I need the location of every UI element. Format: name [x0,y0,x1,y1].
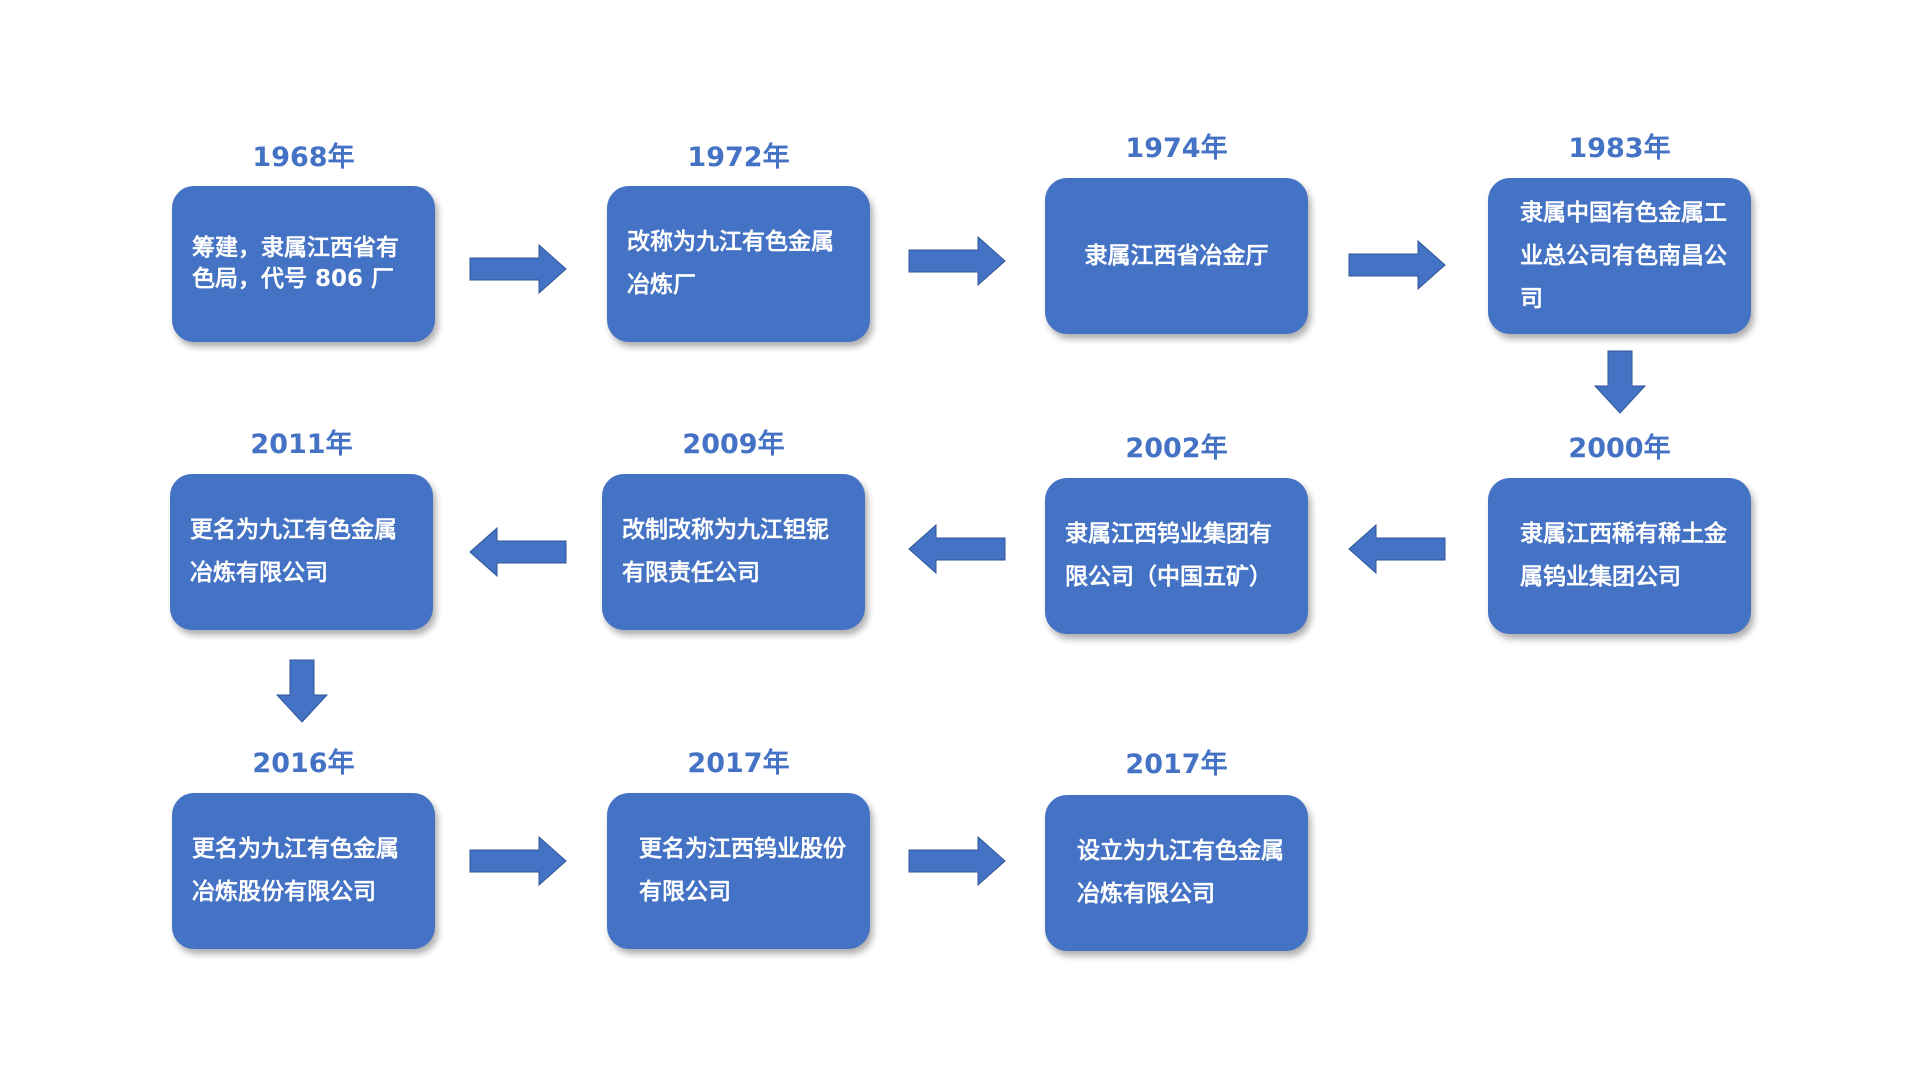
arrow-down-1983-2000-icon [1594,350,1646,414]
node-box-1983: 隶属中国有色金属工业总公司有色南昌公司 [1488,178,1751,334]
year-label-2002: 2002年 [1125,433,1228,464]
node-text-2011: 更名为九江有色金属冶炼有限公司 [190,517,397,586]
node-text-1972: 改称为九江有色金属冶炼厂 [627,229,834,298]
node-box-2017-a: 更名为江西钨业股份有限公司 [607,793,870,949]
node-text-1983: 隶属中国有色金属工业总公司有色南昌公司 [1520,199,1727,312]
arrow-left-2009-2011-icon [469,527,567,577]
year-label-2016: 2016年 [252,748,355,779]
year-label-1972: 1972年 [687,142,790,173]
node-box-2002: 隶属江西钨业集团有限公司（中国五矿） [1045,478,1308,634]
arrow-right-2017-2017-icon [908,836,1006,886]
node-box-2009: 改制改称为九江钽铌有限责任公司 [602,474,865,630]
node-box-2017-b: 设立为九江有色金属冶炼有限公司 [1045,795,1308,951]
arrow-right-1974-1983-icon [1348,240,1446,290]
node-box-1972: 改称为九江有色金属冶炼厂 [607,186,870,342]
node-text-2000: 隶属江西稀有稀土金属钨业集团公司 [1520,521,1727,590]
node-text-2017-a: 更名为江西钨业股份有限公司 [639,836,846,905]
node-text-2017-b: 设立为九江有色金属冶炼有限公司 [1077,838,1284,907]
year-label-2011: 2011年 [250,429,353,460]
node-text-2016: 更名为九江有色金属冶炼股份有限公司 [192,836,399,905]
node-box-2000: 隶属江西稀有稀土金属钨业集团公司 [1488,478,1751,634]
arrow-left-2000-2002-icon [1348,524,1446,574]
arrow-down-2011-2016-icon [276,659,328,723]
year-label-2017-b: 2017年 [1125,749,1228,780]
year-label-1983: 1983年 [1568,133,1671,164]
node-text-1968: 筹建，隶属江西省有色局，代号 806 厂 [192,235,399,292]
year-label-2000: 2000年 [1568,433,1671,464]
year-label-2009: 2009年 [682,429,785,460]
arrow-right-1968-1972-icon [469,244,567,294]
node-box-1968: 筹建，隶属江西省有色局，代号 806 厂 [172,186,435,342]
node-text-1974: 隶属江西省冶金厅 [1084,242,1269,269]
year-label-1974: 1974年 [1125,133,1228,164]
node-text-2002: 隶属江西钨业集团有限公司（中国五矿） [1065,521,1272,590]
arrow-right-2016-2017-icon [469,836,567,886]
node-box-2016: 更名为九江有色金属冶炼股份有限公司 [172,793,435,949]
year-label-2017-a: 2017年 [687,748,790,779]
arrow-right-1972-1974-icon [908,236,1006,286]
node-box-1974: 隶属江西省冶金厅 [1045,178,1308,334]
node-text-2009: 改制改称为九江钽铌有限责任公司 [622,517,829,586]
node-box-2011: 更名为九江有色金属冶炼有限公司 [170,474,433,630]
arrow-left-2002-2009-icon [908,524,1006,574]
year-label-1968: 1968年 [252,142,355,173]
